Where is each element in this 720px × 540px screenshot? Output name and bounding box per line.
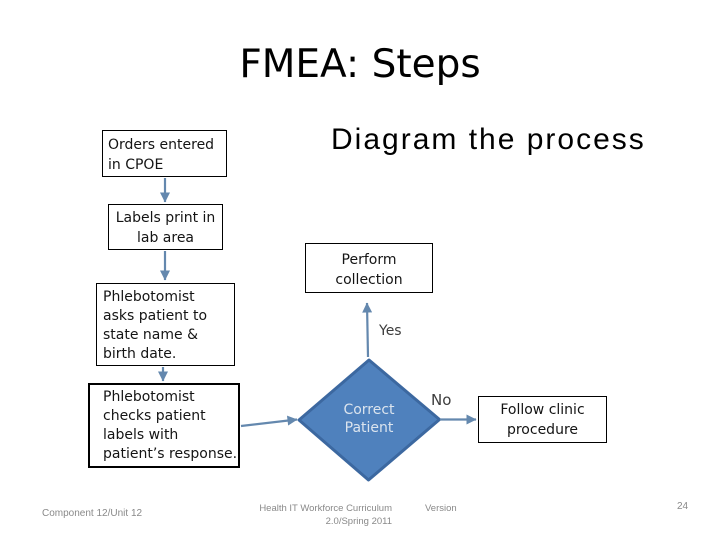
process-box-perform-collection: Perform collection [305, 243, 433, 293]
box-line: patient’s response. [103, 446, 238, 462]
footer-curriculum-line1: Health IT Workforce Curriculum [259, 503, 392, 514]
footer-curriculum-line2: 2.0/Spring 2011 [325, 516, 392, 527]
box-line: Phlebotomist [103, 289, 195, 305]
edge-label-yes: Yes [379, 323, 402, 339]
process-box-checks-labels: Phlebotomist checks patient labels with … [88, 383, 240, 468]
box-line: Perform [341, 252, 397, 268]
box-line: Follow clinic [500, 402, 585, 418]
process-box-asks-patient: Phlebotomist asks patient to state name … [96, 283, 235, 366]
box-line: labels with [103, 427, 179, 443]
decision-diamond [297, 358, 441, 482]
decision-label: Correct Patient [299, 401, 439, 437]
footer-page-number: 24 [677, 501, 689, 512]
box-line: Orders entered [108, 137, 215, 153]
box-line: birth date. [103, 346, 177, 362]
box-line: procedure [506, 422, 579, 438]
box-line: checks patient [103, 408, 206, 424]
process-box-follow-clinic: Follow clinic procedure [478, 396, 607, 443]
box-line: lab area [136, 230, 195, 246]
footer-version: Version [425, 503, 457, 514]
box-line: asks patient to [103, 308, 208, 324]
box-line: collection [335, 272, 403, 288]
box-line: Labels print in [115, 210, 216, 226]
box-line: Phlebotomist [103, 389, 195, 405]
slide-title: FMEA: Steps [239, 42, 481, 87]
arrow-checks-to-decision [240, 415, 298, 428]
slide-subtitle: Diagram the process [331, 123, 646, 156]
box-line: state name & [103, 327, 198, 343]
arrow-decision-yes-to-perform [362, 302, 373, 358]
box-line: in CPOE [108, 157, 164, 173]
decision-line: Patient [344, 420, 394, 436]
footer-component-unit: Component 12/Unit 12 [42, 508, 143, 519]
footer-curriculum: Health IT Workforce Curriculum 2.0/Sprin… [259, 502, 392, 528]
decision-line: Correct [343, 402, 395, 418]
edge-label-no: No [431, 391, 452, 409]
process-box-orders: Orders entered in CPOE [102, 130, 227, 177]
process-box-labels: Labels print in lab area [108, 204, 223, 250]
